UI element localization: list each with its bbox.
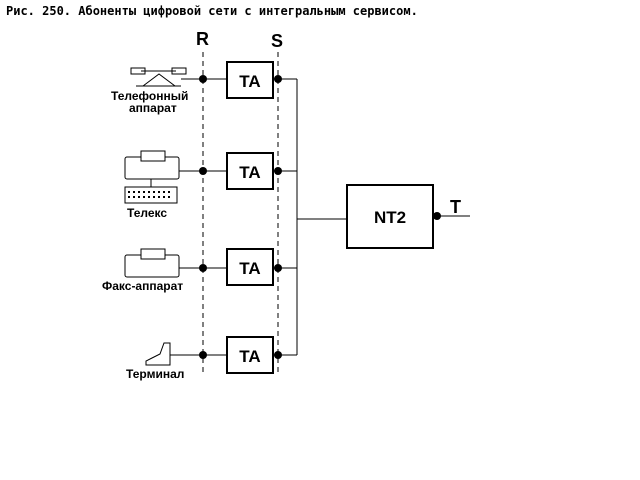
telex-icon (124, 150, 180, 204)
device-label-terminal: Терминал (126, 367, 184, 381)
t-interface-dot (433, 212, 441, 220)
terminal-adapter-3-label: TA (239, 259, 260, 278)
device-row-fax: Факс-аппарат TA (102, 248, 297, 293)
terminal-adapter-4 (226, 336, 274, 374)
device-label-fax: Факс-аппарат (102, 279, 183, 293)
terminal-icon (145, 342, 171, 366)
terminal-adapter-2 (226, 152, 274, 190)
terminal-adapter-3 (226, 248, 274, 286)
network-termination-nt2 (346, 184, 434, 249)
device-row-telex: Телекс TA (124, 150, 297, 220)
telex-keyboard-keys (128, 191, 170, 198)
device-label-telex: Телекс (127, 206, 167, 220)
device-row-telephone: Телефонный аппарат TA (111, 61, 297, 115)
reference-point-s-label: S (271, 31, 283, 51)
terminal-adapter-2-label: TA (239, 163, 260, 182)
figure-caption: Рис. 250. Абоненты цифровой сети с интег… (6, 4, 418, 18)
device-label-telephone: Телефонный (111, 89, 188, 103)
terminal-adapter-4-label: TA (239, 347, 260, 366)
reference-point-t-label: T (450, 197, 461, 217)
terminal-adapter-1 (226, 61, 274, 99)
device-row-terminal: Терминал TA (126, 336, 297, 381)
device-label-telephone-line2: аппарат (129, 101, 177, 115)
reference-point-r-label: R (196, 29, 209, 49)
terminal-adapter-1-label: TA (239, 72, 260, 91)
telephone-icon (130, 67, 187, 87)
network-termination-nt2-label: NT2 (374, 208, 406, 227)
fax-icon (124, 248, 180, 278)
